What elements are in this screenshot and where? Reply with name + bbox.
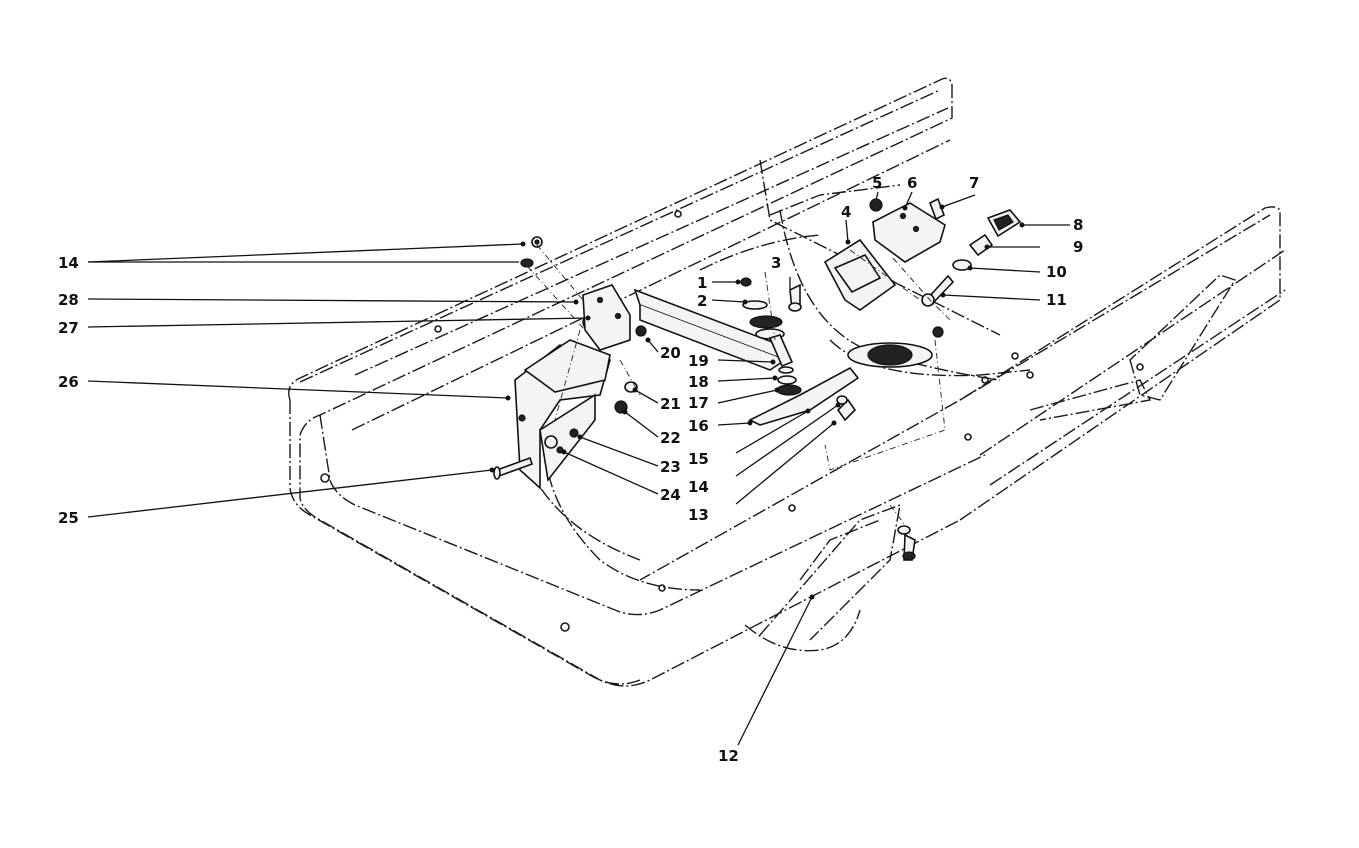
callout-24: 24 [660,486,681,504]
callout-15: 15 [688,450,709,468]
callout-10: 10 [1046,263,1067,281]
lower-right-fasteners [889,504,916,561]
callout-22: 22 [660,429,681,447]
callout-14-upper: 14 [58,254,79,272]
callout-14-lower: 14 [688,478,709,496]
callout-19: 19 [688,352,709,370]
callout-17: 17 [688,394,709,412]
assembly-guides [554,249,951,471]
callout-5: 5 [872,174,882,192]
callout-23: 23 [660,458,681,476]
leader-lines [87,191,1070,746]
callout-21: 21 [660,395,681,413]
callout-12: 12 [718,747,739,765]
right-mount-bracket [748,197,1022,426]
callout-18: 18 [688,373,709,391]
callout-3: 3 [771,254,781,272]
callout-4: 4 [841,203,851,221]
callout-8: 8 [1073,216,1083,234]
callout-28: 28 [58,291,79,309]
callout-20: 20 [660,344,681,362]
left-mount-bracket [493,284,787,490]
center-mount-stack [740,277,802,396]
callout-9: 9 [1073,238,1083,256]
callout-labels: 1 2 3 4 5 6 7 8 9 10 11 12 13 14 14 15 1… [58,174,1083,765]
callout-13: 13 [688,506,709,524]
callout-27: 27 [58,319,79,337]
callout-7: 7 [969,174,979,192]
upper-left-fasteners [520,236,586,331]
callout-26: 26 [58,373,79,391]
callout-16: 16 [688,417,709,435]
callout-25: 25 [58,509,79,527]
callout-2: 2 [697,292,707,310]
callout-6: 6 [907,174,917,192]
callout-11: 11 [1046,291,1067,309]
callout-1: 1 [697,274,707,292]
